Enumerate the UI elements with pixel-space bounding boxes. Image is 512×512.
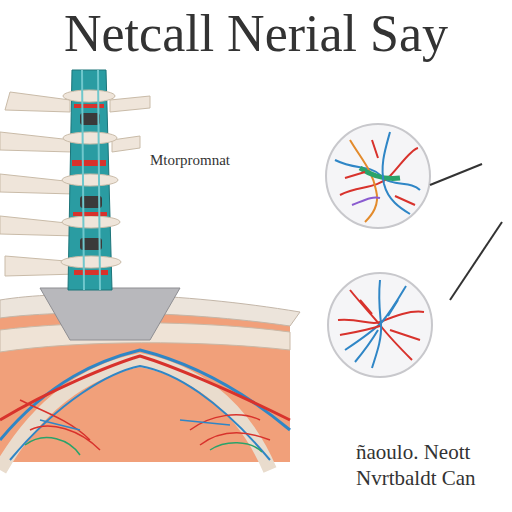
zoom-circle bbox=[328, 273, 432, 377]
part-label: Mtorpromnat bbox=[150, 152, 230, 169]
diagram-title: Netcall Nerial Say bbox=[64, 8, 448, 60]
part-label: ñaoulo. Neott bbox=[356, 440, 470, 465]
nerve-line bbox=[40, 420, 230, 430]
column-highlight bbox=[82, 70, 100, 290]
leader-line bbox=[450, 222, 502, 300]
part-label: Nvrtbaldt Can bbox=[356, 466, 476, 491]
nerve-line bbox=[25, 438, 262, 455]
tissue-band bbox=[0, 360, 270, 470]
red-mark bbox=[72, 104, 108, 275]
nerve-cluster bbox=[338, 280, 424, 368]
nerve-cluster bbox=[335, 132, 420, 222]
sacrum bbox=[40, 288, 180, 340]
vertebra-disc bbox=[61, 90, 121, 268]
leader-line bbox=[430, 164, 482, 185]
zoom-circle bbox=[326, 124, 430, 228]
nerve-line bbox=[10, 366, 270, 460]
